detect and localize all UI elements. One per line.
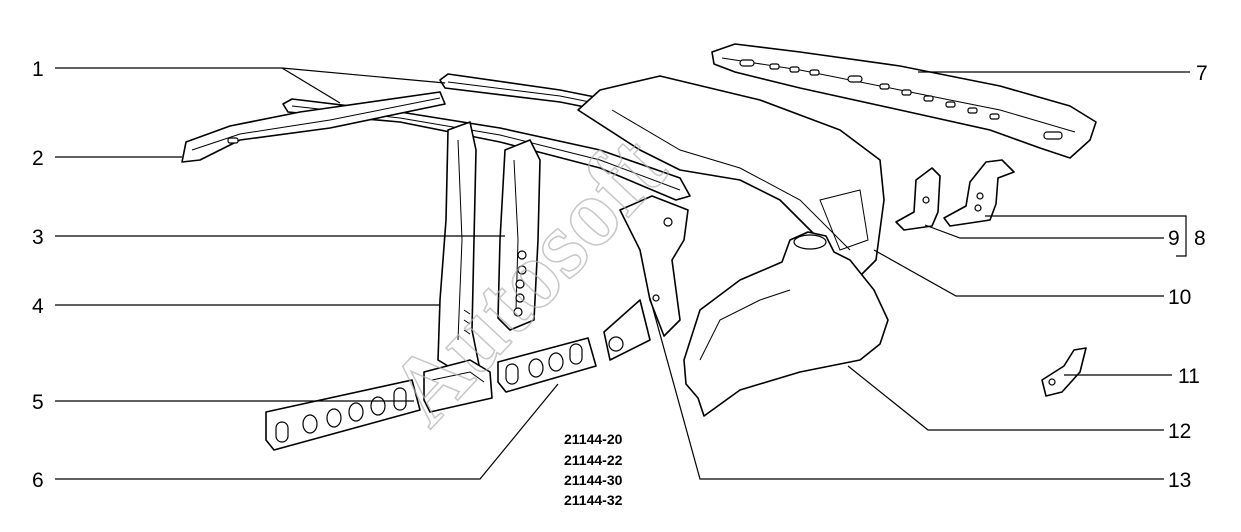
part-3-centre-pillar bbox=[497, 139, 541, 331]
model-code: 21144-22 bbox=[564, 452, 623, 468]
model-code: 21144-20 bbox=[564, 431, 623, 447]
leader-lines bbox=[55, 67, 1190, 480]
callout-9: 9 bbox=[1168, 227, 1180, 250]
callout-2: 2 bbox=[32, 147, 44, 170]
part-lower-panel bbox=[603, 299, 651, 361]
part-11-bracket bbox=[1041, 347, 1087, 397]
callout-5: 5 bbox=[32, 391, 44, 414]
part-9-bracket bbox=[895, 167, 941, 231]
part-7-slots bbox=[739, 59, 1063, 140]
part-12-wheel-arch bbox=[683, 231, 889, 417]
callout-labels: 1 2 3 4 5 6 7 8 9 10 11 12 13 bbox=[32, 58, 1208, 492]
model-codes: 21144-20 21144-22 21144-30 21144-32 bbox=[564, 431, 623, 508]
callout-6: 6 bbox=[32, 469, 44, 492]
model-code: 21144-32 bbox=[564, 492, 623, 508]
callout-7: 7 bbox=[1196, 62, 1208, 85]
callout-12: 12 bbox=[1168, 420, 1191, 443]
part-13-bracket bbox=[619, 195, 689, 337]
part-7-roof-rear-crossmember bbox=[711, 43, 1097, 159]
callout-13: 13 bbox=[1168, 469, 1191, 492]
callout-10: 10 bbox=[1168, 286, 1191, 309]
part-10-rear-inner-panel bbox=[577, 75, 885, 277]
part-6-sill-rear bbox=[497, 337, 597, 393]
part-pillar-base-bracket bbox=[423, 359, 493, 413]
model-code: 21144-30 bbox=[564, 472, 623, 488]
callout-4: 4 bbox=[32, 295, 44, 318]
part-5-sill-front bbox=[265, 379, 421, 451]
callout-8: 8 bbox=[1194, 227, 1206, 250]
callout-11: 11 bbox=[1178, 365, 1200, 388]
callout-3: 3 bbox=[32, 226, 44, 249]
part-2-roof-front-crossmember bbox=[181, 91, 446, 163]
part-8-bracket bbox=[943, 159, 1015, 227]
callout-1: 1 bbox=[32, 58, 44, 81]
